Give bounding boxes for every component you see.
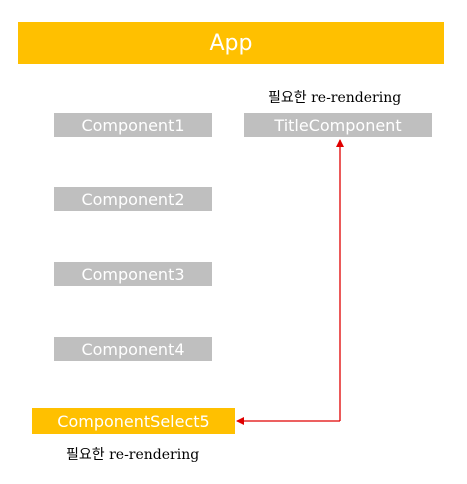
component3-label: Component3 [81,264,185,284]
app-component: App [18,22,444,64]
component-select5-label: ComponentSelect5 [57,411,210,431]
component-select5: ComponentSelect5 [32,408,235,434]
component2-label: Component2 [81,189,185,209]
select-component-note: 필요한 re-rendering [66,447,200,463]
title-component-note: 필요한 re-rendering [268,90,402,106]
component1-label: Component1 [81,115,185,135]
title-component: TitleComponent [244,113,432,137]
component4: Component4 [54,337,212,361]
component2: Component2 [54,187,212,211]
app-label: App [209,30,253,56]
component4-label: Component4 [81,339,185,359]
title-component-label: TitleComponent [274,115,402,135]
component3: Component3 [54,262,212,286]
component1: Component1 [54,113,212,137]
